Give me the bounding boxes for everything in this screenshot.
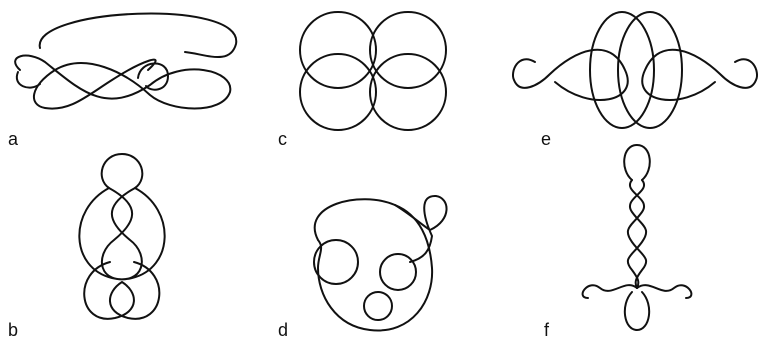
panel-c-loop-top-right: [370, 12, 446, 88]
panel-d-label: d: [278, 320, 288, 340]
panel-e-label: e: [541, 129, 551, 149]
panel-a: a: [8, 14, 236, 149]
panel-b-top-loop: [102, 154, 143, 188]
panel-e: e: [513, 12, 757, 149]
panel-f-bottom-loop: [625, 292, 649, 330]
panel-f-top-loop: [624, 145, 650, 180]
panel-a-small-loop-left: [17, 72, 40, 88]
panel-a-label: a: [8, 129, 19, 149]
panel-a-outer-loop: [40, 14, 237, 58]
panel-c-loop-bottom-left: [300, 54, 376, 130]
panel-e-right-lobe: [642, 50, 757, 100]
panel-d-loop-left: [314, 240, 358, 284]
panel-c: c: [278, 12, 446, 149]
panel-b-body: [79, 188, 164, 279]
panel-d-loop-bottom: [364, 292, 392, 320]
panel-c-loop-bottom-right: [370, 54, 446, 130]
panel-b: b: [8, 154, 165, 340]
panel-e-center-ellipse-right: [618, 12, 682, 128]
panel-e-left-lobe: [513, 50, 628, 100]
panel-f-twisted-column-back: [628, 180, 646, 288]
panel-a-figure-eight: [15, 56, 230, 109]
panel-b-label: b: [8, 320, 18, 340]
panel-d-loop-mid: [380, 254, 416, 290]
panel-f-label: f: [544, 320, 550, 340]
panel-d: d: [278, 196, 447, 340]
panel-f: f: [544, 145, 691, 340]
panel-c-loop-top-left: [300, 12, 376, 88]
panel-c-label: c: [278, 129, 287, 149]
